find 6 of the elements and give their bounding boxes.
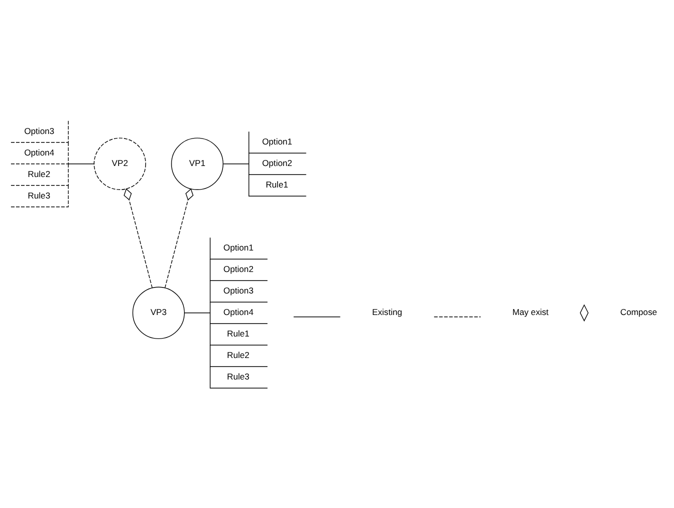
node-text: Option3 Option4 Rule2 Rule3 (24, 125, 54, 200)
node-text: Option1 Option2 Rule1 (262, 136, 292, 190)
legend-label: May exist (512, 306, 549, 317)
legend-label: Compose (620, 306, 658, 317)
node-text: Option1 Option2 Option3 Option4 Rule1 Rule2 Rule3 (223, 242, 254, 382)
legend-label: Existing (372, 306, 402, 317)
